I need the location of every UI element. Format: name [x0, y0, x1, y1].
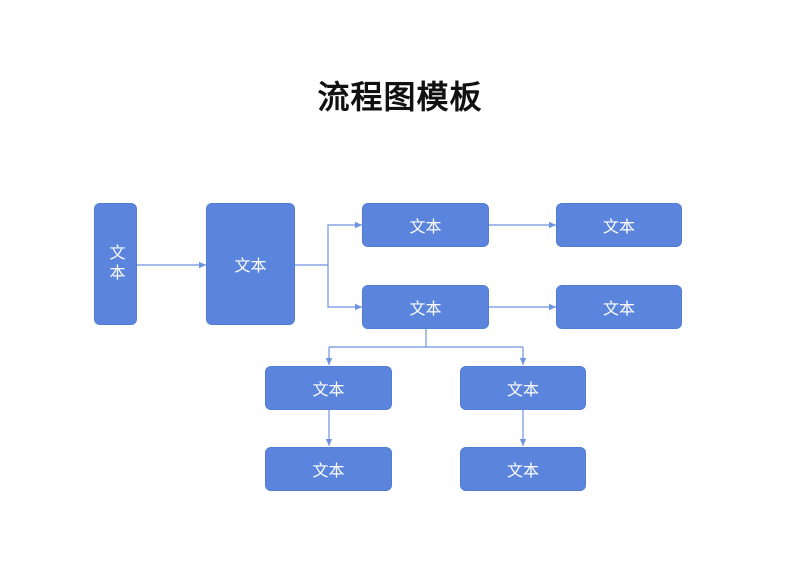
flow-node-4[interactable]: 文本 — [556, 203, 682, 247]
node-label: 文本 — [312, 461, 345, 480]
connector-n2-n5 — [327, 265, 362, 311]
flow-node-5[interactable]: 文本 — [362, 285, 489, 329]
page-title: 流程图模板 — [317, 78, 483, 116]
flow-node-8[interactable]: 文本 — [460, 366, 586, 410]
node-label: 文本 — [506, 461, 539, 480]
flow-node-1[interactable]: 文本 — [94, 203, 137, 325]
connector-n5-trunk — [329, 329, 523, 348]
node-label: 文本 — [409, 299, 442, 318]
flow-node-9[interactable]: 文本 — [265, 447, 392, 491]
node-label: 文本 — [106, 244, 126, 284]
node-label: 文本 — [602, 299, 635, 318]
flow-node-7[interactable]: 文本 — [265, 366, 392, 410]
node-label: 文本 — [234, 256, 267, 275]
node-label: 文本 — [602, 217, 635, 236]
node-label: 文本 — [312, 380, 345, 399]
node-label: 文本 — [409, 217, 442, 236]
flow-node-2[interactable]: 文本 — [206, 203, 295, 325]
flow-node-3[interactable]: 文本 — [362, 203, 489, 247]
flow-node-10[interactable]: 文本 — [460, 447, 586, 491]
node-label: 文本 — [506, 380, 539, 399]
connector-n2-n3 — [327, 221, 362, 265]
flow-node-6[interactable]: 文本 — [556, 285, 682, 329]
